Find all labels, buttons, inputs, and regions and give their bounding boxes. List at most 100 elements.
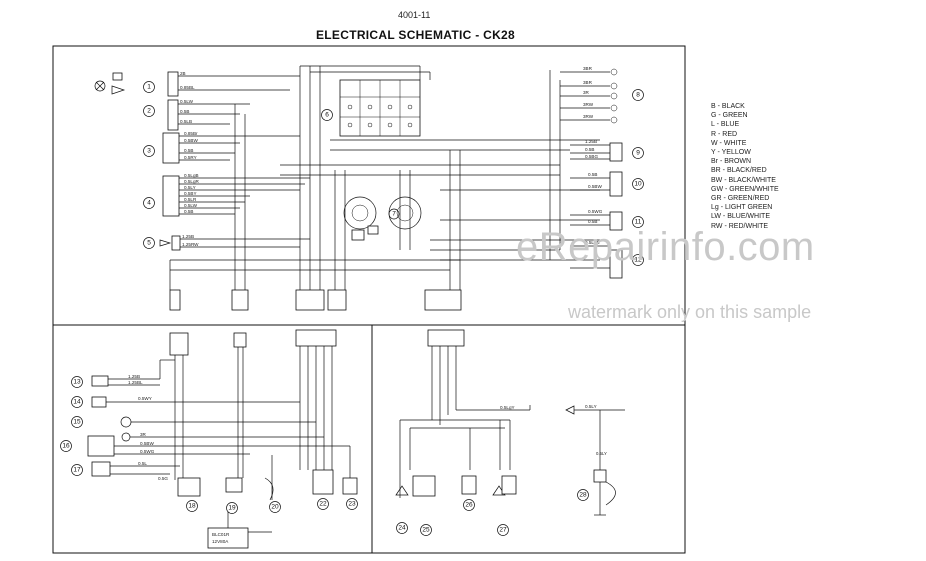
svg-text:0.5LgB: 0.5LgB <box>585 240 600 245</box>
page-number: 4001-11 <box>398 10 431 20</box>
component-label: 5 <box>147 240 151 247</box>
svg-text:0.5B: 0.5B <box>585 147 594 152</box>
svg-text:1.25RW: 1.25RW <box>182 242 199 247</box>
legend-entry: BW - BLACK/WHITE <box>711 176 776 184</box>
legend-entry: Lg - LIGHT GREEN <box>711 204 773 212</box>
svg-text:0.85BL: 0.85BL <box>180 85 195 90</box>
svg-text:20: 20 <box>271 504 279 511</box>
connector-11: 0.5WG 0.5B 11 <box>570 209 644 231</box>
connector-2: 0.5LW 0.5B 0.5LB <box>167 99 250 131</box>
svg-text:19: 19 <box>228 505 236 512</box>
svg-text:0.5LW: 0.5LW <box>180 99 194 104</box>
legend-entry: Br - BROWN <box>711 158 752 166</box>
svg-text:2B: 2B <box>180 71 186 76</box>
svg-text:3BR: 3BR <box>583 66 593 71</box>
svg-text:0.5BW: 0.5BW <box>140 441 154 446</box>
svg-text:3RW: 3RW <box>583 102 594 107</box>
svg-text:0.5B: 0.5B <box>184 209 193 214</box>
main-harness <box>169 65 600 290</box>
legend-entry: BR - BLACK/RED <box>711 167 767 175</box>
legend-entry: R - RED <box>711 130 738 138</box>
svg-text:25: 25 <box>422 527 430 534</box>
component-markers-bottom-left: 13 14 15 16 17 18 19 20 22 23 <box>60 376 358 514</box>
legend-entry: Y - YELLOW <box>711 149 751 157</box>
svg-text:23: 23 <box>348 501 356 508</box>
lamp-symbol-1 <box>94 72 126 95</box>
sensor-16: 3R 0.5BW 0.5WG <box>87 432 250 457</box>
svg-text:0.5BG: 0.5BG <box>585 154 598 159</box>
component-label: 2 <box>147 108 151 115</box>
svg-text:0.5LY: 0.5LY <box>585 404 597 409</box>
harness-connectors-top <box>169 289 462 311</box>
component-label: 1 <box>147 84 151 91</box>
connector-9: 1.25B 0.5B 0.5BG 9 <box>570 139 644 162</box>
svg-text:0.5LY: 0.5LY <box>596 451 607 456</box>
svg-text:3R: 3R <box>583 90 590 95</box>
svg-text:BLC01R: BLC01R <box>212 532 230 537</box>
bottom-right-harness: 0.5LgY <box>399 329 531 498</box>
watermark-note: watermark only on this sample <box>568 302 812 322</box>
legend-entry: W - WHITE <box>711 139 747 147</box>
bottom-left-components: BLC01R 12V80A <box>177 469 358 549</box>
svg-text:0.5LW: 0.5LW <box>184 203 198 208</box>
svg-text:11: 11 <box>635 219 642 226</box>
svg-text:3R: 3R <box>140 432 147 437</box>
svg-text:0.5LR: 0.5LR <box>184 197 197 202</box>
svg-text:0.5WG: 0.5WG <box>588 209 603 214</box>
fuse-box-6: 6 <box>321 79 421 137</box>
bottom-left-harness <box>159 329 351 500</box>
connector-1: 2B 0.85BL <box>167 71 300 97</box>
svg-text:0.5BY: 0.5BY <box>184 191 197 196</box>
svg-text:27: 27 <box>499 527 507 534</box>
svg-text:17: 17 <box>73 467 81 474</box>
component-markers-left: 1 2 3 4 5 <box>143 81 155 249</box>
svg-text:26: 26 <box>465 502 473 509</box>
svg-text:24: 24 <box>398 525 406 532</box>
connector-3: 0.85Br 0.5BW 0.5B 0.5RY <box>162 131 300 164</box>
svg-text:0.5L: 0.5L <box>138 461 147 466</box>
svg-text:1.25B: 1.25B <box>128 374 140 379</box>
svg-text:1.25B: 1.25B <box>585 139 597 144</box>
svg-text:10: 10 <box>634 181 642 188</box>
bottom-right-components: 24 25 26 27 <box>395 475 517 536</box>
svg-text:12: 12 <box>634 257 642 264</box>
connector-4: 0.5LgB 0.5LgR 0.5LY 0.5BY 0.5LR 0.5LW 0.… <box>162 173 310 217</box>
svg-text:0.5BW: 0.5BW <box>588 184 602 189</box>
svg-text:0.5BW: 0.5BW <box>184 138 198 143</box>
svg-text:15: 15 <box>73 419 81 426</box>
schematic-title: ELECTRICAL SCHEMATIC - CK28 <box>316 28 515 42</box>
connector-10: 0.5B 0.5BW 10 <box>570 171 644 197</box>
svg-text:0.5B: 0.5B <box>184 148 193 153</box>
svg-text:0.85Br: 0.85Br <box>184 131 198 136</box>
sensor-17: 0.5L 0.5G <box>91 461 180 481</box>
svg-text:16: 16 <box>62 443 70 450</box>
schematic-frame <box>52 45 686 554</box>
component-28: 0.5LY 0.5LY 28 <box>565 404 625 516</box>
svg-text:22: 22 <box>319 501 327 508</box>
legend-entry: GR - GREEN/RED <box>711 195 770 203</box>
svg-text:13: 13 <box>73 379 81 386</box>
sensor-15 <box>120 416 240 428</box>
svg-text:0.5RY: 0.5RY <box>184 155 197 160</box>
svg-text:0.5LY: 0.5LY <box>184 185 196 190</box>
sensor-14: 0.5WY <box>91 396 200 408</box>
legend-entry: LW - BLUE/WHITE <box>711 213 770 221</box>
svg-text:14: 14 <box>73 399 81 406</box>
legend-entry: B - BLACK <box>711 103 745 110</box>
svg-text:9: 9 <box>636 150 640 157</box>
legend-entry: G - GREEN <box>711 112 748 120</box>
legend-entry: GW - GREEN/WHITE <box>711 185 779 193</box>
svg-text:6: 6 <box>325 112 329 119</box>
svg-text:0.5WG: 0.5WG <box>140 449 155 454</box>
svg-text:7: 7 <box>392 211 396 218</box>
svg-text:0.5LgY: 0.5LgY <box>500 405 515 410</box>
svg-text:1.25B: 1.25B <box>182 234 194 239</box>
connector-8: 3BR 3BR 3R 3RW 3RW 8 <box>560 66 644 124</box>
svg-text:0.5G: 0.5G <box>158 476 168 481</box>
svg-text:18: 18 <box>188 503 196 510</box>
wire-color-legend: B - BLACK G - GREEN L - BLUE R - RED W -… <box>711 102 779 231</box>
component-label: 4 <box>147 200 151 207</box>
watermark-brand: eRepairinfo.com <box>516 225 815 269</box>
svg-text:0.5B: 0.5B <box>180 109 189 114</box>
svg-text:3BR: 3BR <box>583 80 593 85</box>
